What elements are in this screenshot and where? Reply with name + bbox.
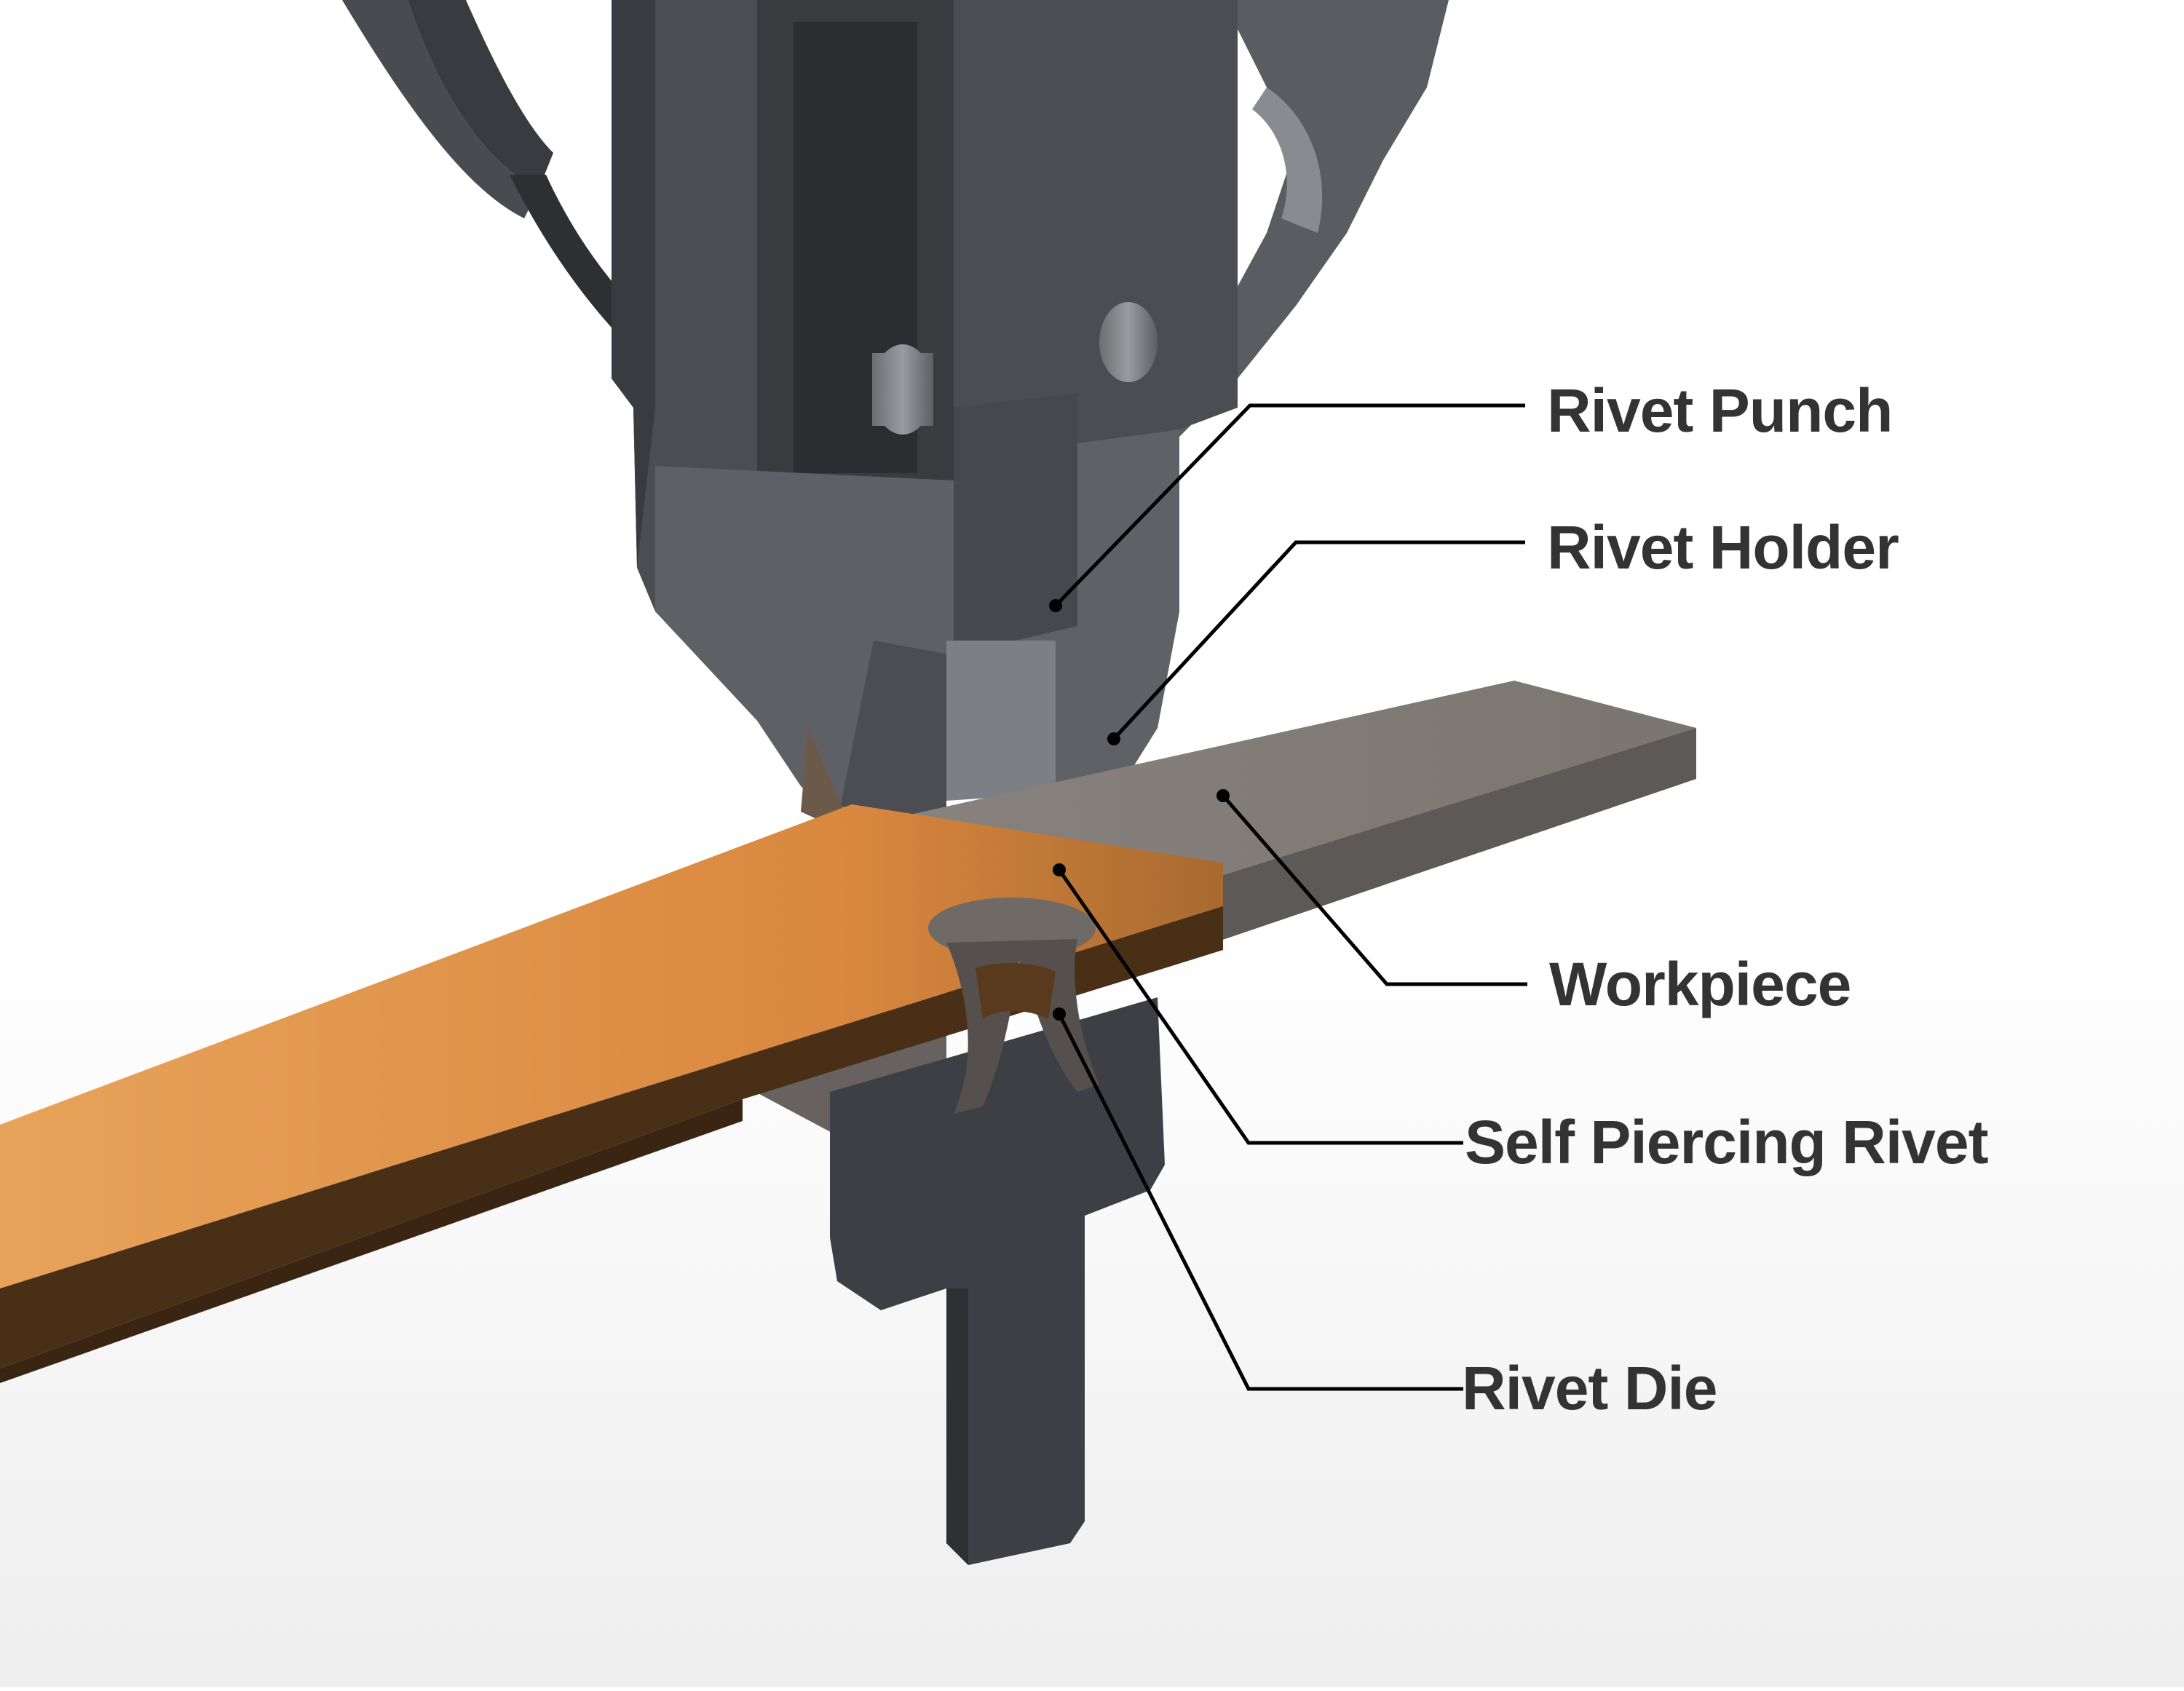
label-workpiece: Workpiece — [1549, 950, 1851, 1018]
leader-line-rivet-punch — [1054, 403, 1525, 607]
leader-line-rivet-holder — [1112, 540, 1525, 740]
label-self-piercing-rivet: Self Piercing Rivet — [1465, 1108, 1989, 1176]
leader-lines — [1054, 403, 1527, 1391]
leader-dots — [1049, 599, 1230, 1021]
rivet-setting-tool — [342, 0, 1449, 848]
leader-line-self-piercing-rivet — [1057, 868, 1463, 1145]
copper-strip — [0, 804, 1223, 1383]
leader-line-workpiece — [1222, 794, 1527, 986]
label-rivet-holder: Rivet Holder — [1547, 513, 1899, 582]
label-rivet-die: Rivet Die — [1462, 1354, 1717, 1422]
rivet-die-shape — [830, 997, 1165, 1565]
leader-line-rivet-die — [1057, 1013, 1463, 1391]
label-rivet-punch: Rivet Punch — [1547, 376, 1893, 445]
